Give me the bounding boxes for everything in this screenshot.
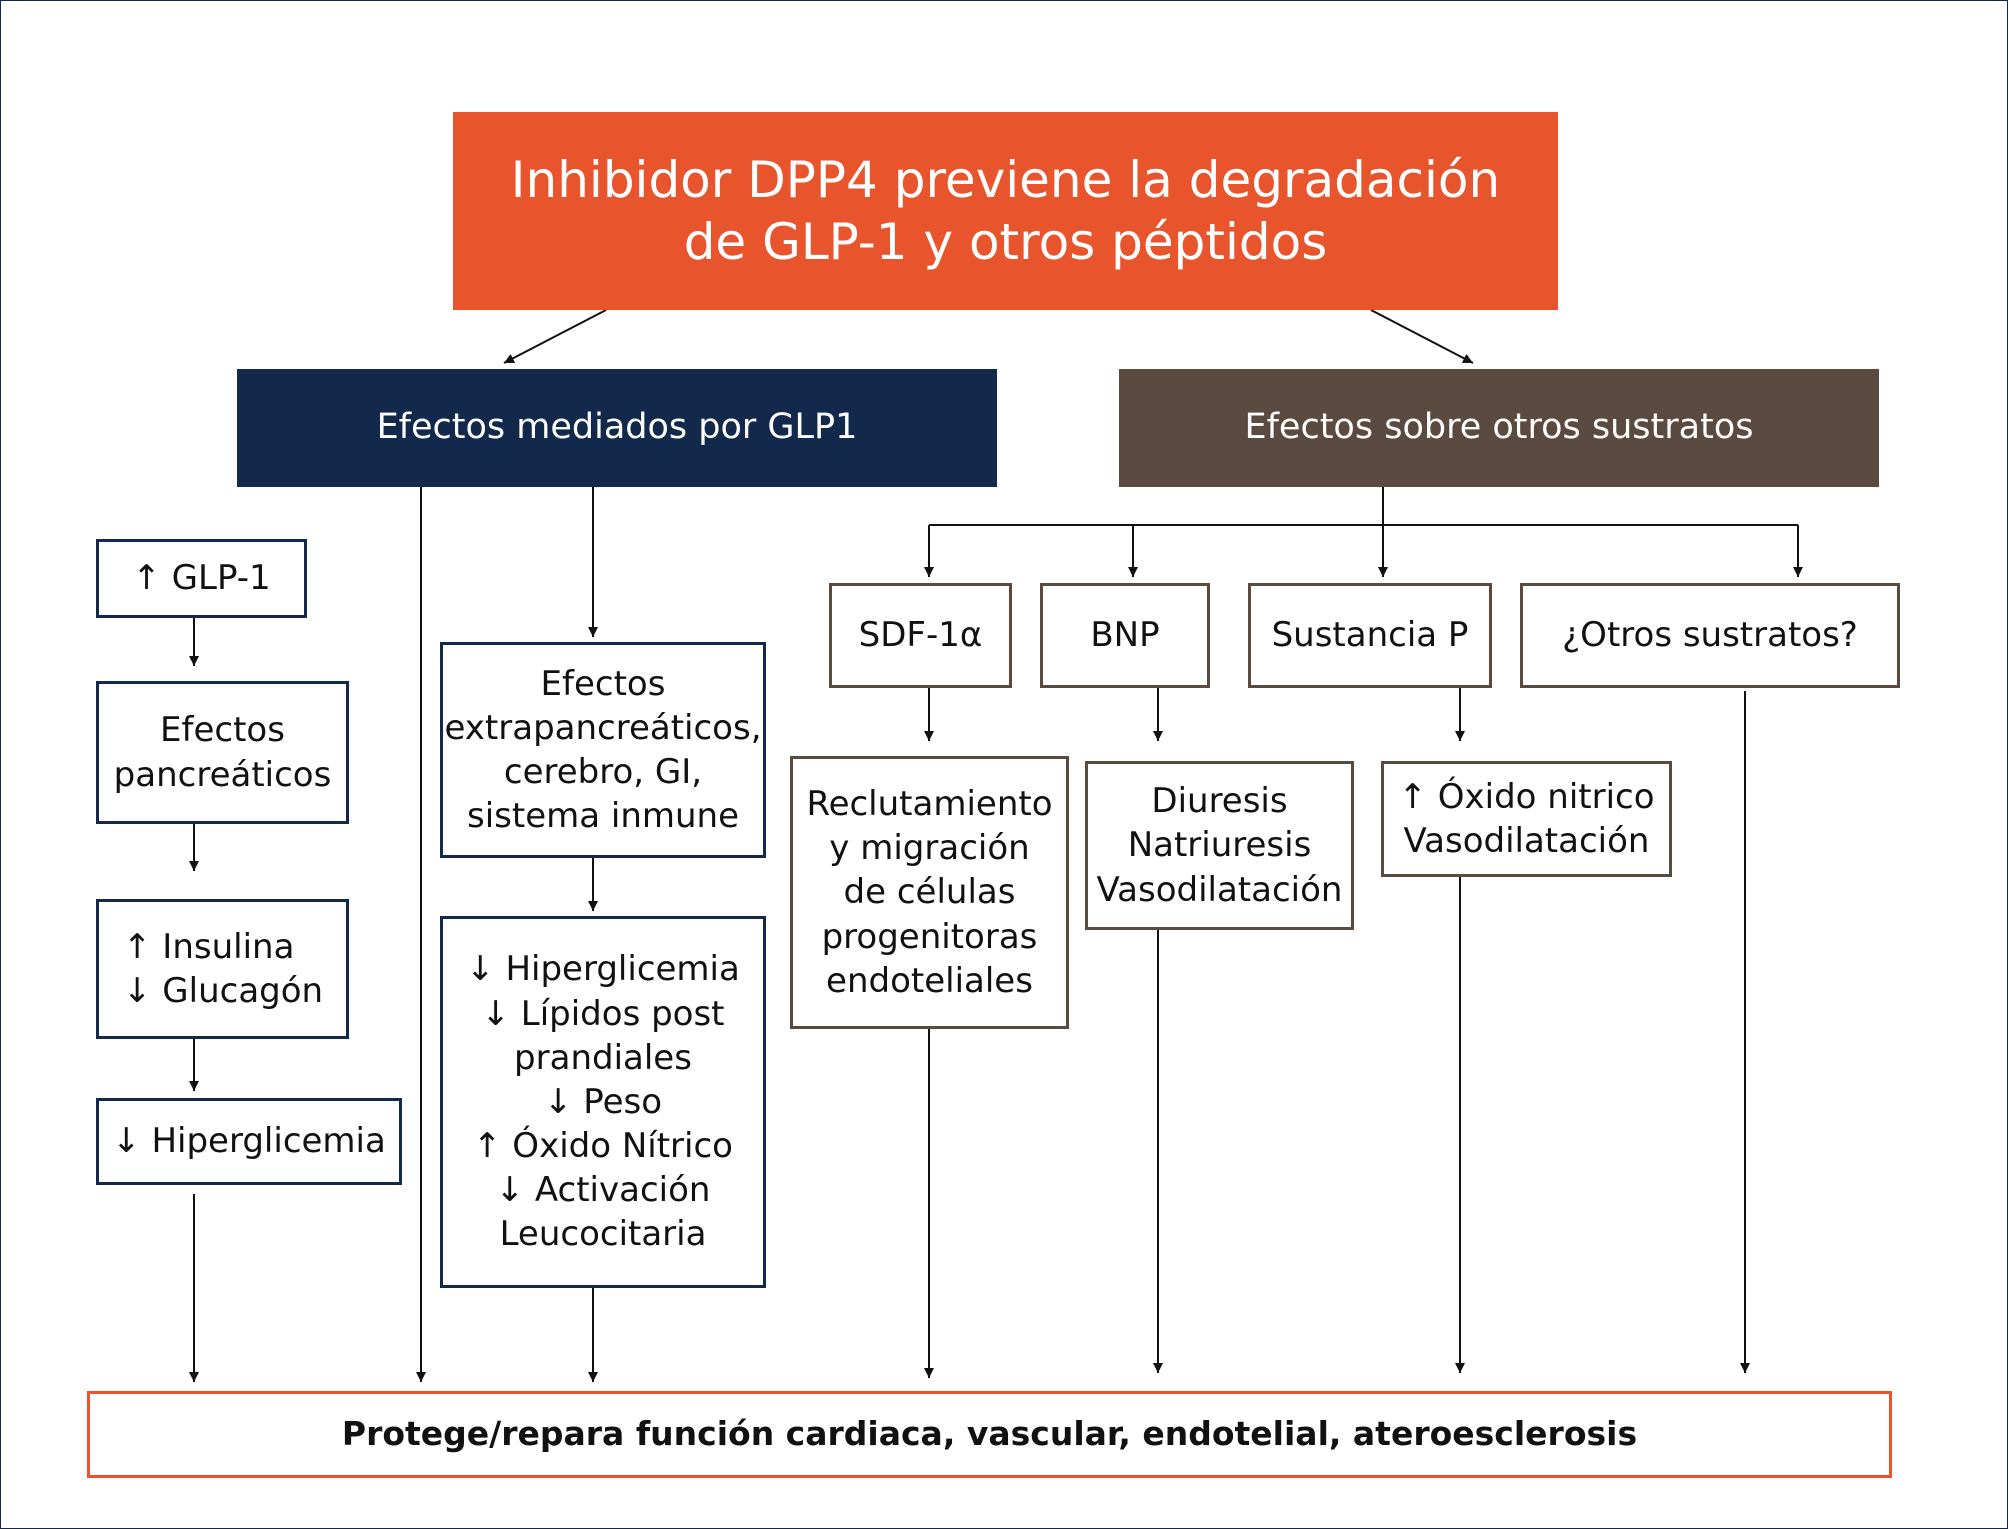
bnp-effect-text: Diuresis Natriuresis Vasodilatación [1096,781,1343,910]
bnp-effect-box: Diuresis Natriuresis Vasodilatación [1085,761,1354,930]
glp1-branch-header: Efectos mediados por GLP1 [237,369,997,487]
glp1-increase-box: ↑ GLP-1 [96,539,307,618]
insulin-glucagon-text: ↑ Insulina ↓ Glucagón [123,926,324,1011]
substrate-sustancia-p-box: Sustancia P [1248,583,1492,688]
substrate-sdf1a-box: SDF-1α [829,583,1012,688]
sustancia-p-effect-text: ↑ Óxido nitrico Vasodilatación [1398,776,1655,861]
substrate-otros-box: ¿Otros sustratos? [1520,583,1900,688]
outcome-box: Protege/repara función cardiaca, vascula… [87,1391,1892,1478]
other-branch-label: Efectos sobre otros sustratos [1244,407,1754,448]
substrate-otros-text: ¿Otros sustratos? [1562,615,1858,656]
sustancia-p-effect-box: ↑ Óxido nitrico Vasodilatación [1381,761,1672,877]
extrapancreatic-text: Efectos extrapancreáticos, cerebro, GI, … [444,663,762,837]
extrapancreatic-box: Efectos extrapancreáticos, cerebro, GI, … [440,642,766,858]
title-text: Inhibidor DPP4 previene la degradación d… [510,150,1501,272]
insulin-glucagon-box: ↑ Insulina ↓ Glucagón [96,899,349,1039]
other-branch-header: Efectos sobre otros sustratos [1119,369,1879,487]
sdf1a-effect-text: Reclutamiento y migración de células pro… [806,784,1053,1001]
extrapancreatic-effects-box: ↓ Hiperglicemia ↓ Lípidos post prandiale… [440,916,766,1288]
pancreatic-effects-text: Efectos pancreáticos [113,710,332,795]
pancreatic-effects-box: Efectos pancreáticos [96,681,349,824]
arrow-title-to-glp1 [503,309,607,364]
substrate-bnp-box: BNP [1040,583,1210,688]
glp1-branch-label: Efectos mediados por GLP1 [376,407,858,448]
outcome-text: Protege/repara función cardiaca, vascula… [341,1414,1638,1454]
substrate-bnp-text: BNP [1090,615,1160,656]
arrow-title-to-other [1370,309,1474,364]
substrate-sdf1a-text: SDF-1α [858,615,983,656]
sdf1a-effect-box: Reclutamiento y migración de células pro… [790,756,1069,1029]
title-box: Inhibidor DPP4 previene la degradación d… [453,112,1558,310]
extrapancreatic-effects-text: ↓ Hiperglicemia ↓ Lípidos post prandiale… [466,949,740,1255]
hyperglycemia-box: ↓ Hiperglicemia [96,1098,402,1185]
hyperglycemia-text: ↓ Hiperglicemia [112,1121,386,1162]
glp1-increase-text: ↑ GLP-1 [132,558,271,599]
substrate-sustancia-p-text: Sustancia P [1271,615,1469,656]
